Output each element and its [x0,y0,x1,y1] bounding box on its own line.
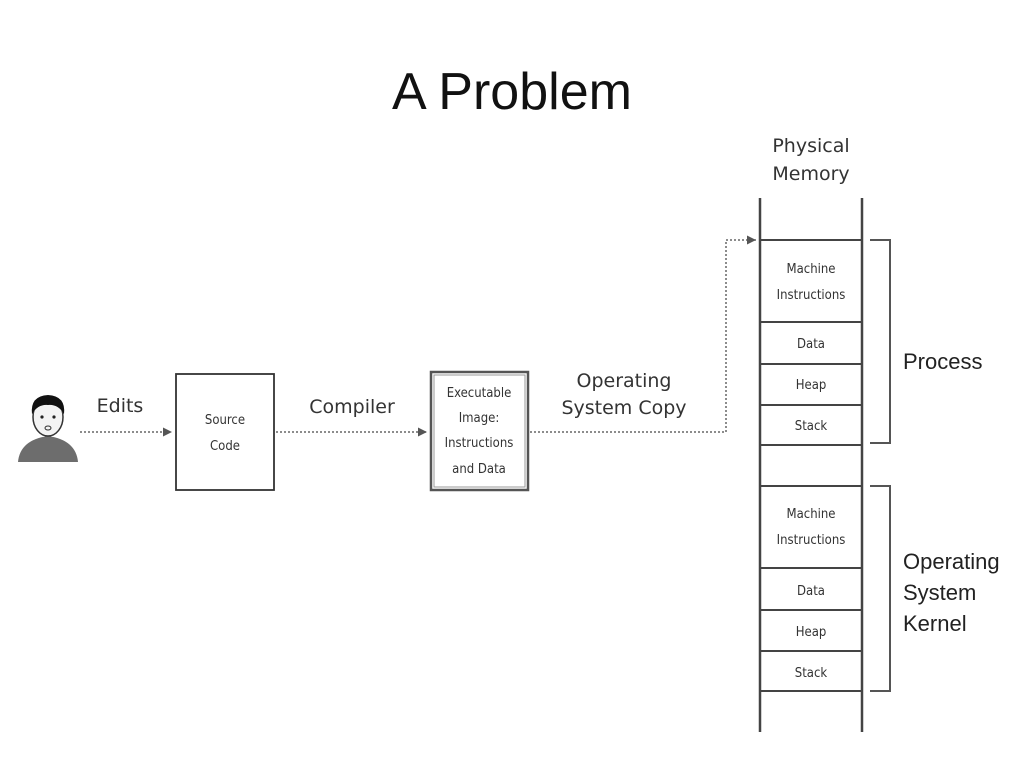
process-segment-stack: Stack [795,419,828,434]
kernel-segments: Machine Instructions Data Heap Stack [760,485,862,692]
kernel-segment-heap: Heap [796,625,827,640]
process-segment-data: Data [797,337,825,352]
os-copy-line-1: Operating [577,370,672,392]
process-label: Process [903,349,982,374]
source-code-box: Source Code [175,373,275,491]
kernel-segment-instructions-line-2: Instructions [777,533,846,548]
executable-line-3: Instructions [445,436,514,451]
os-copy-arrow [530,235,756,433]
kernel-label-line-2: System [903,580,976,605]
executable-line-2: Image: [459,411,500,426]
slide-title: A Problem [392,63,632,121]
executable-line-4: and Data [452,462,506,477]
executable-line-1: Executable [447,386,512,401]
process-bracket [870,239,891,444]
kernel-segment-data: Data [797,584,825,599]
process-segment-heap: Heap [796,378,827,393]
process-segments: Machine Instructions Data Heap Stack [760,239,862,446]
kernel-segment-stack: Stack [795,666,828,681]
process-segment-instructions-line-2: Instructions [777,288,846,303]
edits-label: Edits [97,395,144,417]
kernel-label-line-3: Kernel [903,611,967,636]
executable-image-box: Executable Image: Instructions and Data [429,370,530,492]
memory-heading-line-2: Memory [772,163,849,185]
memory-heading-line-1: Physical [772,135,849,157]
kernel-label-line-1: Operating [903,549,1000,574]
kernel-segment-instructions-line-1: Machine [787,507,836,522]
process-segment-instructions-line-1: Machine [787,262,836,277]
source-code-line-2: Code [210,439,240,454]
source-code-line-1: Source [205,413,245,428]
person-icon [18,395,78,462]
os-copy-line-2: System Copy [561,397,686,419]
compiler-label: Compiler [309,396,395,418]
kernel-bracket [870,485,891,692]
